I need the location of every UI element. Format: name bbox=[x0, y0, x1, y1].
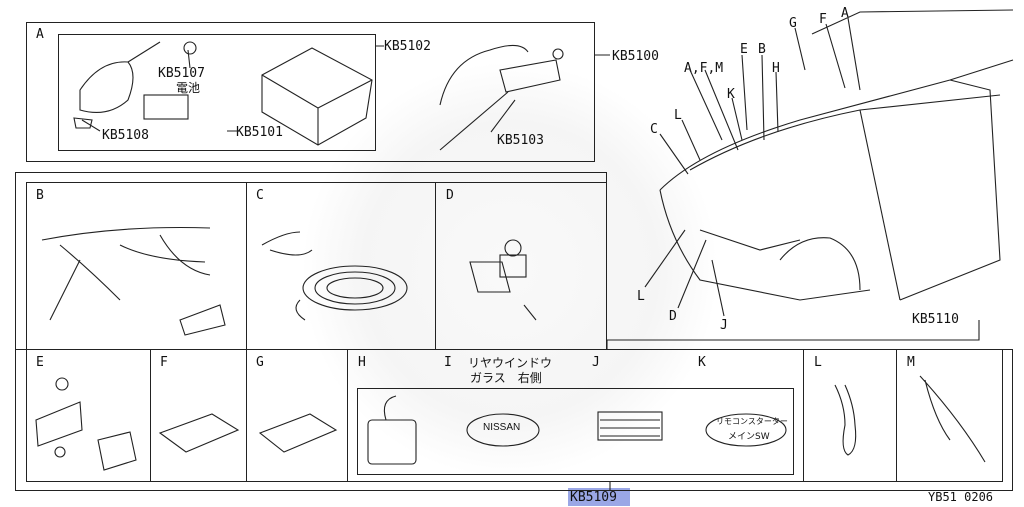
callout-f: F bbox=[819, 12, 827, 27]
selection-highlight bbox=[568, 488, 630, 506]
section-k-label: K bbox=[698, 355, 706, 370]
section-l-label: L bbox=[814, 355, 822, 370]
harness-illustration bbox=[41, 226, 226, 336]
section-m-label: M bbox=[907, 355, 915, 370]
cable-tie-illustrations bbox=[834, 375, 986, 463]
sticker-outlines bbox=[466, 411, 787, 447]
remote-transmitter-illustration bbox=[73, 41, 197, 129]
section-i-label: I bbox=[444, 355, 452, 370]
part-kb5100: KB5100 bbox=[612, 49, 659, 64]
cable-coil-illustration bbox=[261, 231, 408, 321]
callout-k: K bbox=[727, 87, 735, 102]
section-d-label: D bbox=[446, 188, 454, 203]
remote-starter-text-1: リモコンスターター bbox=[716, 417, 788, 426]
part-kb5108: KB5108 bbox=[102, 128, 149, 143]
pad-illustrations bbox=[158, 413, 338, 453]
remote-starter-text-2: メインSW bbox=[728, 432, 770, 442]
kit-a-box bbox=[26, 22, 595, 162]
section-g-label: G bbox=[256, 355, 264, 370]
callout-a: A bbox=[841, 6, 849, 21]
kit-a-inner-box bbox=[58, 34, 376, 151]
callout-h: H bbox=[772, 61, 780, 76]
label-tag-illustration bbox=[367, 395, 417, 465]
antenna-illustration bbox=[439, 44, 564, 151]
section-i-title-line1: リヤウインドウ bbox=[468, 356, 553, 370]
section-h-label: H bbox=[358, 355, 366, 370]
watermark-emblem bbox=[300, 60, 720, 480]
callout-b: B bbox=[758, 42, 766, 57]
bracket-illustration bbox=[35, 377, 137, 471]
section-i-title-line2: ガラス 右側 bbox=[470, 371, 542, 385]
leader-lines bbox=[81, 17, 980, 490]
callout-g: G bbox=[789, 16, 797, 31]
section-f-label: F bbox=[160, 355, 168, 370]
callout-l-bottom: L bbox=[637, 289, 645, 304]
part-kb5107: KB5107 bbox=[158, 66, 205, 81]
vehicle-illustration bbox=[659, 9, 1014, 301]
callout-afm: A,F,M bbox=[684, 61, 724, 76]
part-kb5101: KB5101 bbox=[236, 125, 283, 140]
section-c-label: C bbox=[256, 188, 264, 203]
cell-m bbox=[896, 349, 1003, 482]
sticker-tray bbox=[357, 388, 794, 475]
callout-j: J bbox=[720, 318, 728, 333]
control-unit-illustration bbox=[261, 47, 373, 146]
part-kb5110: KB5110 bbox=[912, 312, 959, 327]
callout-e: E bbox=[740, 42, 748, 57]
callout-l-top: L bbox=[674, 108, 682, 123]
part-kb5103: KB5103 bbox=[497, 133, 544, 148]
callout-d: D bbox=[669, 309, 677, 324]
section-j-label: J bbox=[592, 355, 600, 370]
part-kb5109: KB5109 bbox=[570, 490, 617, 505]
section-b-label: B bbox=[36, 188, 44, 203]
hood-switch-illustration bbox=[469, 239, 537, 321]
callout-c: C bbox=[650, 122, 658, 137]
section-a-label: A bbox=[36, 27, 44, 42]
battery-label: 電池 bbox=[176, 81, 201, 95]
nissan-sticker-text: NISSAN bbox=[483, 422, 521, 433]
part-kb5102: KB5102 bbox=[384, 39, 431, 54]
section-e-label: E bbox=[36, 355, 44, 370]
diagram-code: YB51 0206 bbox=[928, 490, 994, 504]
